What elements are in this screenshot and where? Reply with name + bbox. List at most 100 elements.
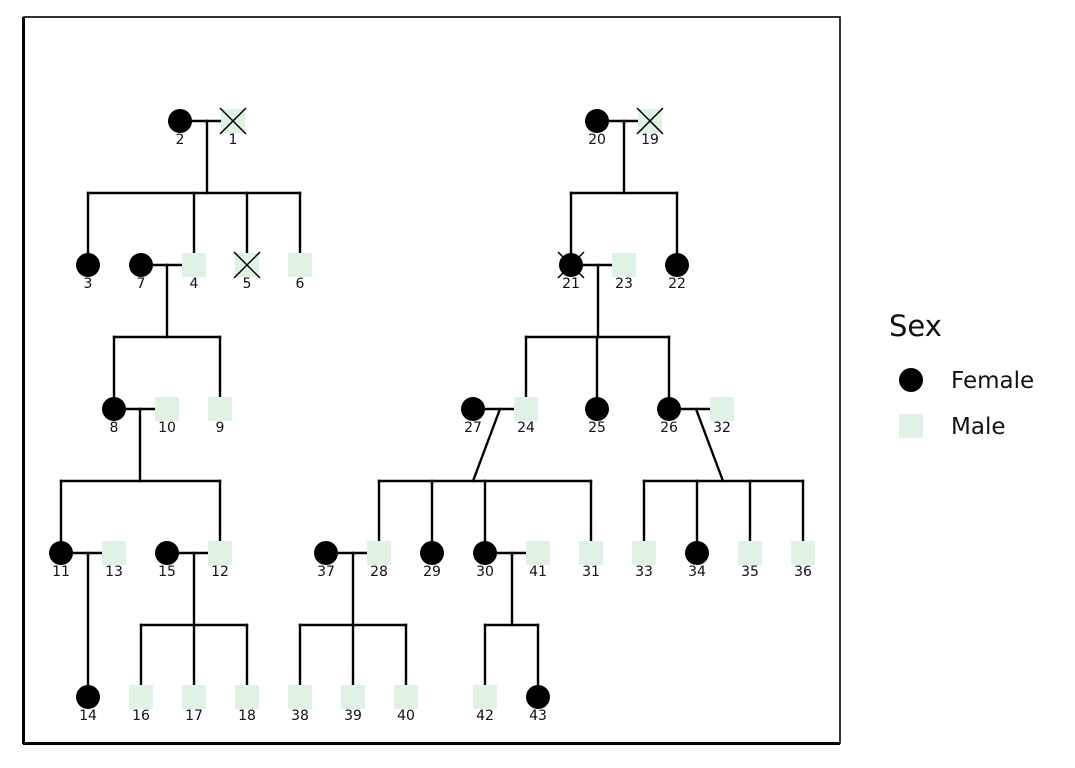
female-symbol — [76, 685, 100, 709]
individual-40: 40 — [394, 685, 418, 724]
male-symbol — [102, 541, 126, 565]
male-symbol — [473, 685, 497, 709]
individual-label: 20 — [588, 132, 606, 148]
individual-20: 20 — [585, 109, 609, 148]
male-symbol — [341, 685, 365, 709]
individual-label: 39 — [344, 708, 362, 724]
male-symbol — [738, 541, 762, 565]
individual-7: 7 — [129, 253, 153, 292]
individual-label: 41 — [529, 564, 547, 580]
individual-label: 4 — [190, 276, 199, 292]
individual-41: 41 — [526, 541, 550, 580]
individual-label: 28 — [370, 564, 388, 580]
male-symbol — [208, 397, 232, 421]
individual-31: 31 — [579, 541, 603, 580]
female-symbol — [473, 541, 497, 565]
female-symbol — [665, 253, 689, 277]
individual-label: 14 — [79, 708, 97, 724]
male-symbol — [129, 685, 153, 709]
individual-27: 27 — [461, 397, 485, 436]
individual-label: 6 — [296, 276, 305, 292]
individual-8: 8 — [102, 397, 126, 436]
individual-3: 3 — [76, 253, 100, 292]
individual-9: 9 — [208, 397, 232, 436]
individual-label: 19 — [641, 132, 659, 148]
individual-35: 35 — [738, 541, 762, 580]
individual-39: 39 — [341, 685, 365, 724]
individual-label: 5 — [243, 276, 252, 292]
female-symbol — [102, 397, 126, 421]
female-symbol — [526, 685, 550, 709]
individual-37: 37 — [314, 541, 338, 580]
female-symbol — [168, 109, 192, 133]
female-symbol — [76, 253, 100, 277]
individual-label: 1 — [229, 132, 238, 148]
male-symbol — [632, 541, 656, 565]
individual-26: 26 — [657, 397, 681, 436]
individual-24: 24 — [514, 397, 538, 436]
individual-label: 26 — [660, 420, 678, 436]
individual-5: 5 — [233, 251, 261, 292]
male-symbol — [394, 685, 418, 709]
individual-15: 15 — [155, 541, 179, 580]
plot-panel-border — [23, 16, 841, 744]
male-symbol — [579, 541, 603, 565]
deceased-mark — [233, 251, 261, 279]
individual-label: 15 — [158, 564, 176, 580]
female-symbol — [420, 541, 444, 565]
individual-13: 13 — [102, 541, 126, 580]
legend-male-label: Male — [951, 414, 1005, 440]
male-symbol — [182, 253, 206, 277]
individual-label: 18 — [238, 708, 256, 724]
individual-label: 16 — [132, 708, 150, 724]
individual-22: 22 — [665, 253, 689, 292]
individual-label: 3 — [84, 276, 93, 292]
individual-label: 21 — [562, 276, 580, 292]
individual-6: 6 — [288, 253, 312, 292]
individual-label: 29 — [423, 564, 441, 580]
male-symbol — [155, 397, 179, 421]
female-symbol — [155, 541, 179, 565]
individual-18: 18 — [235, 685, 259, 724]
individual-29: 29 — [420, 541, 444, 580]
individual-label: 36 — [794, 564, 812, 580]
individual-label: 37 — [317, 564, 335, 580]
descent-line — [694, 407, 725, 483]
individual-label: 32 — [713, 420, 731, 436]
individual-36: 36 — [791, 541, 815, 580]
individual-19: 19 — [636, 107, 664, 148]
individual-2: 2 — [168, 109, 192, 148]
individual-30: 30 — [473, 541, 497, 580]
female-symbol — [49, 541, 73, 565]
male-symbol — [612, 253, 636, 277]
individual-23: 23 — [612, 253, 636, 292]
individual-4: 4 — [182, 253, 206, 292]
individual-label: 23 — [615, 276, 633, 292]
individual-label: 43 — [529, 708, 547, 724]
individual-label: 8 — [110, 420, 119, 436]
individual-label: 27 — [464, 420, 482, 436]
individual-17: 17 — [182, 685, 206, 724]
legend: Sex Female Male — [889, 309, 1034, 440]
legend-female-key — [899, 368, 923, 392]
male-symbol — [367, 541, 391, 565]
individual-32: 32 — [710, 397, 734, 436]
individual-label: 24 — [517, 420, 535, 436]
deceased-mark — [219, 107, 247, 135]
individual-21: 21 — [557, 251, 585, 292]
individual-43: 43 — [526, 685, 550, 724]
deceased-mark — [636, 107, 664, 135]
individual-label: 42 — [476, 708, 494, 724]
individual-16: 16 — [129, 685, 153, 724]
individual-42: 42 — [473, 685, 497, 724]
individual-label: 31 — [582, 564, 600, 580]
individual-14: 14 — [76, 685, 100, 724]
individual-label: 7 — [137, 276, 146, 292]
individual-label: 34 — [688, 564, 706, 580]
female-symbol — [585, 109, 609, 133]
individual-label: 12 — [211, 564, 229, 580]
descent-line — [471, 407, 502, 483]
male-symbol — [235, 685, 259, 709]
